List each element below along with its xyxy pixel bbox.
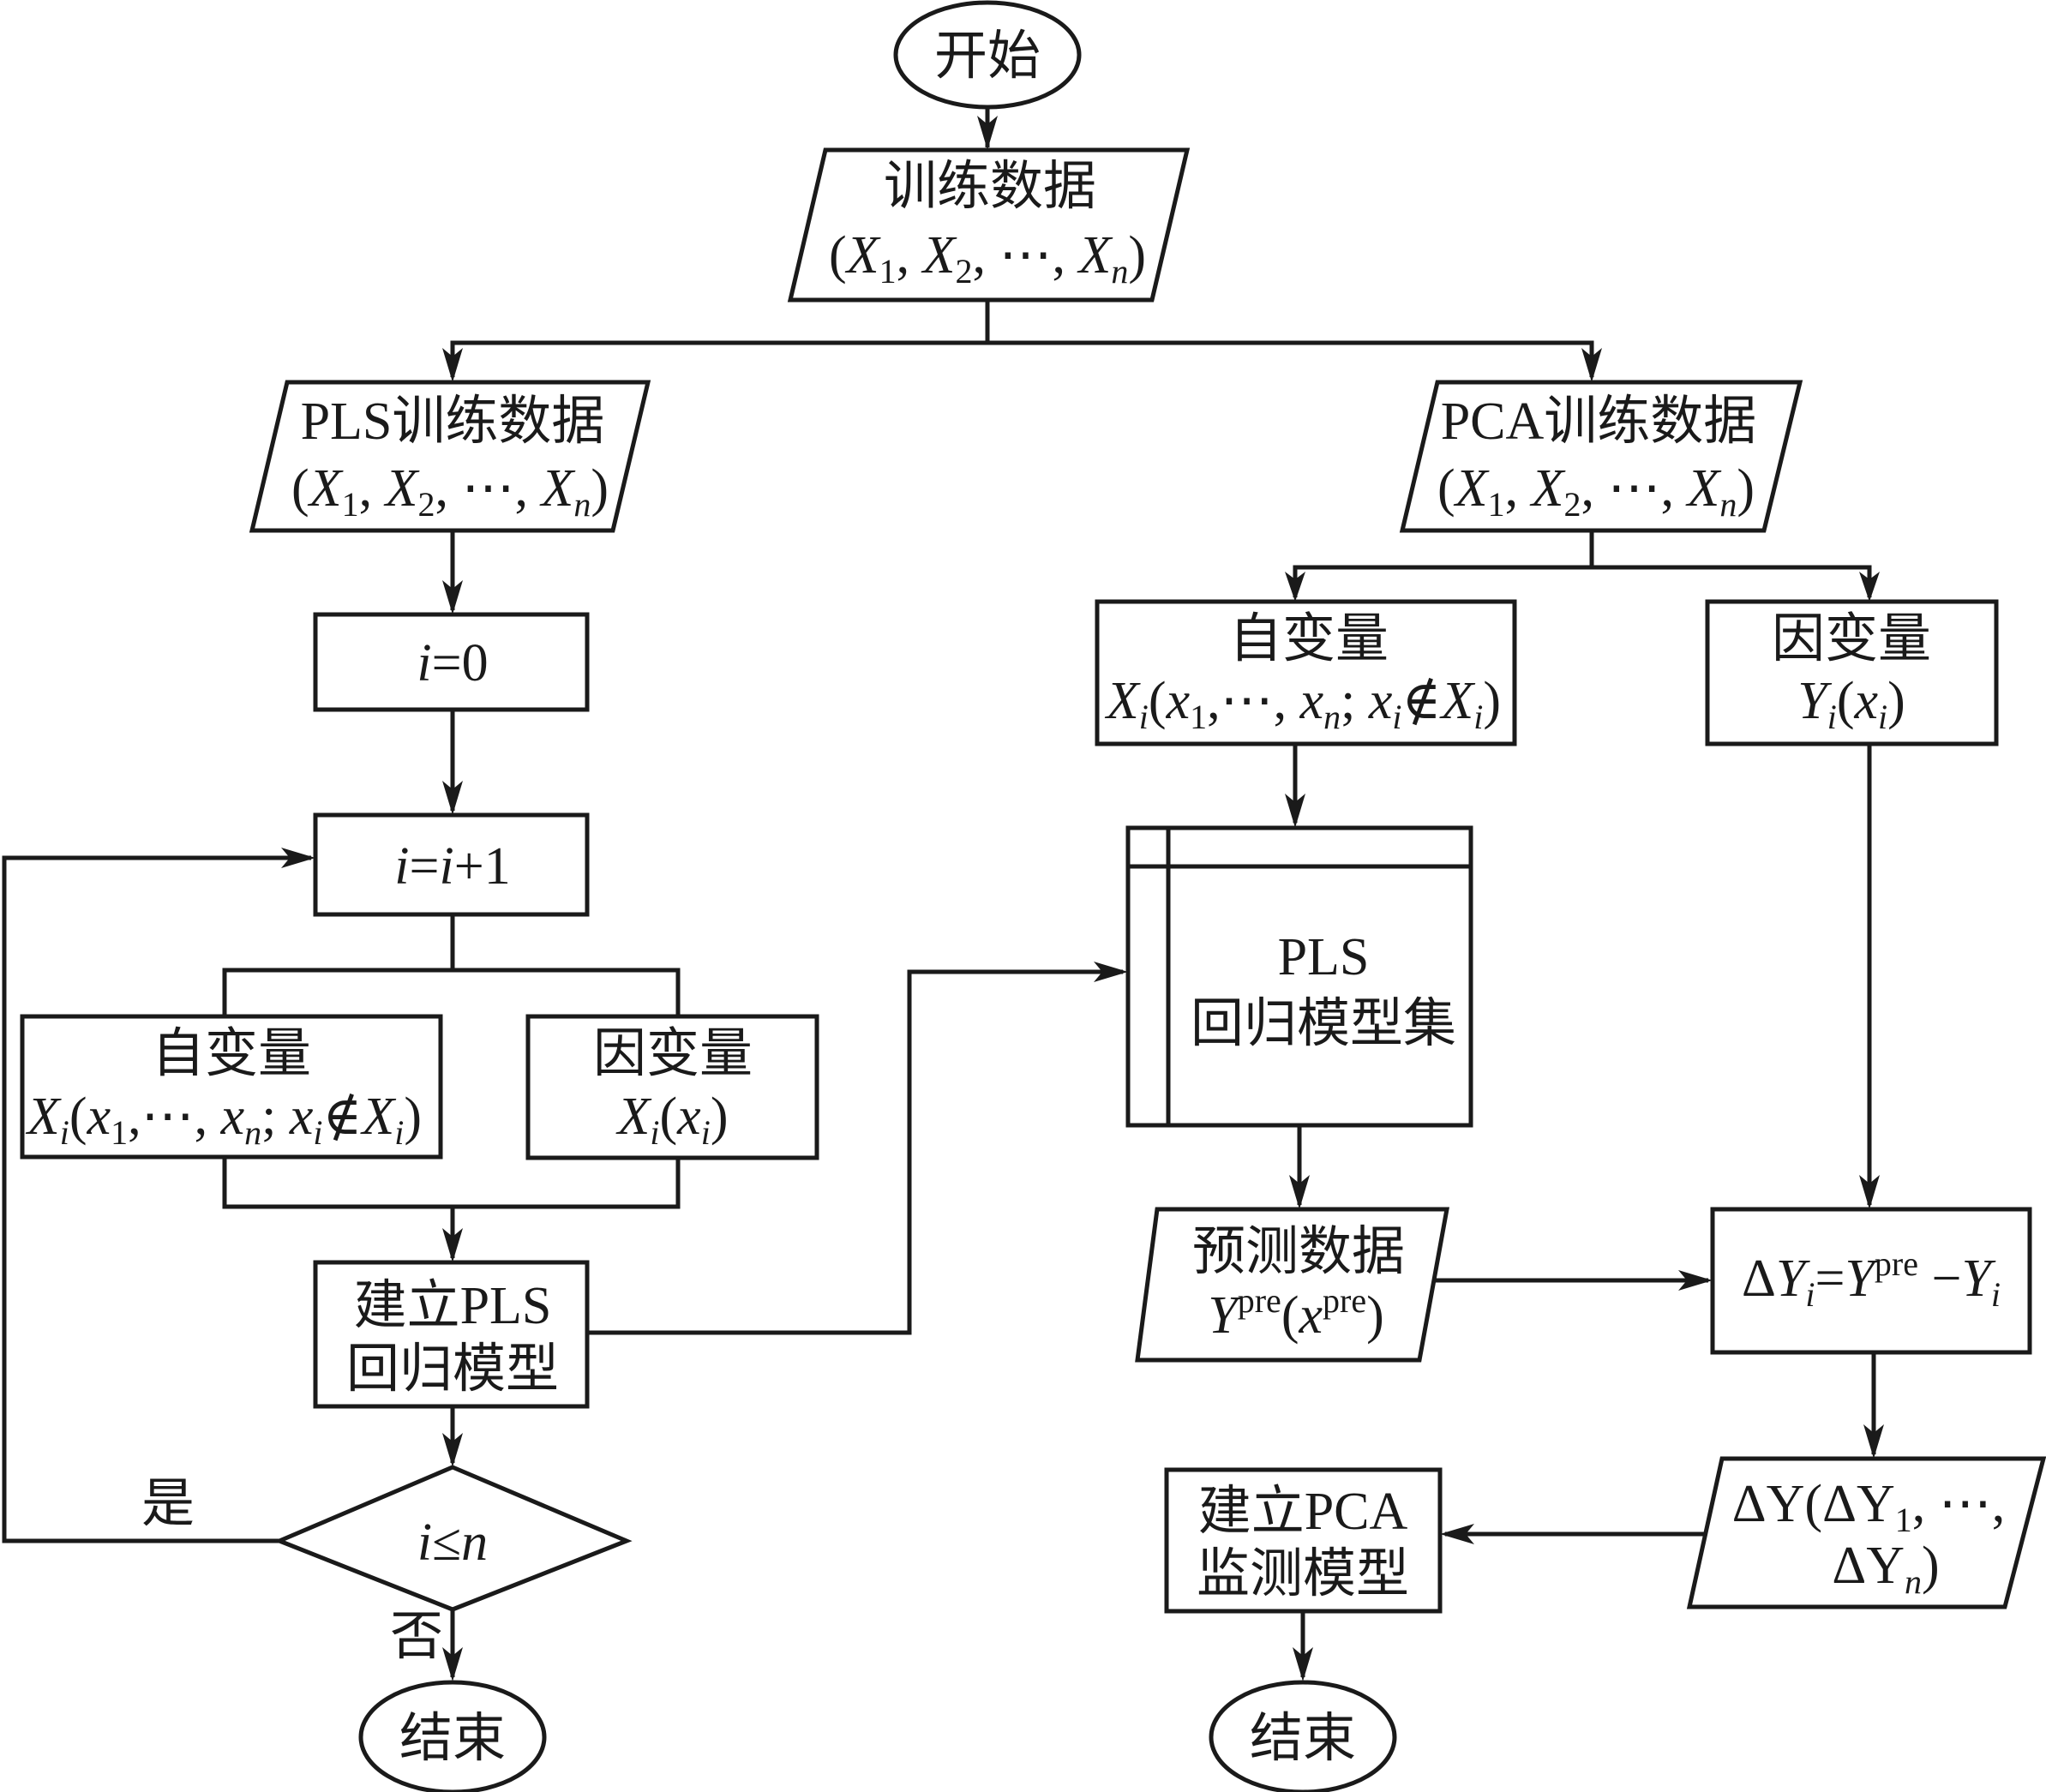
connector-decision-yes-loop — [2, 855, 311, 1543]
predefined-process-shape — [1125, 825, 1473, 1128]
pca-training-data-label: PCA训练数据 — [1441, 393, 1757, 451]
node-end-right[interactable]: 结束 — [1209, 1680, 1397, 1792]
process-shape — [525, 1014, 819, 1160]
io-shape — [249, 380, 651, 533]
delta-y-expr: ΔYi=Ypre −Yi — [1742, 1244, 2001, 1314]
decision-shape — [273, 1465, 633, 1612]
node-left-independent[interactable]: 自变量 Xi(x1,⋯, xn; xi∉Xi) — [20, 1014, 443, 1160]
i-increment-label: i=i+1 — [394, 837, 510, 896]
pls-training-data-vars: (X1, X2, ⋯, Xn) — [291, 459, 609, 524]
right-dependent-expr: Yi(xi) — [1797, 672, 1905, 736]
delta-y-set-line1: ΔY(ΔY1, ⋯, — [1732, 1475, 2005, 1539]
node-i-increment[interactable]: i=i+1 — [313, 812, 590, 917]
arrowhead — [1440, 1524, 1474, 1544]
left-dependent-expr: Xi(xi) — [615, 1088, 729, 1152]
arrowhead — [1581, 348, 1602, 382]
process-shape — [1705, 599, 1999, 746]
pca-training-data-vars: (X1, X2, ⋯, Xn) — [1437, 459, 1755, 524]
yes-label: 是 — [141, 1475, 195, 1533]
node-pls-training-data[interactable]: PLS训练数据 (X1, X2, ⋯, Xn) — [249, 380, 651, 533]
training-data-vars: (X1, X2, ⋯, Xn) — [829, 226, 1146, 291]
connectors — [2, 107, 1884, 1681]
node-training-data[interactable]: 训练数据 (X1, X2, ⋯, Xn) — [787, 147, 1191, 303]
connector-build-to-modelset — [587, 969, 1123, 1335]
node-start[interactable]: 开始 — [893, 0, 1082, 110]
terminator-shape — [358, 1680, 547, 1792]
decision-label: i≤n — [417, 1513, 488, 1572]
terminator-shape — [1209, 1680, 1397, 1792]
predicted-data-expr: Ypre(xpre) — [1208, 1281, 1383, 1345]
process-shape — [313, 1260, 590, 1409]
pls-model-set-line1: PLS — [1278, 928, 1370, 986]
terminator-shape — [893, 0, 1082, 110]
pls-training-data-label: PLS训练数据 — [301, 393, 605, 451]
left-independent-label: 自变量 — [152, 1025, 311, 1083]
right-dependent-label: 因变量 — [1772, 610, 1931, 668]
io-shape — [1135, 1207, 1449, 1363]
node-pca-training-data[interactable]: PCA训练数据 (X1, X2, ⋯, Xn) — [1399, 380, 1803, 533]
node-delta-y-set[interactable]: ΔY(ΔY1, ⋯, ΔYn) — [1686, 1456, 2046, 1609]
arrowhead — [1293, 1647, 1313, 1681]
arrowhead — [442, 580, 463, 614]
build-pls-line1: 建立PLS — [354, 1277, 552, 1335]
io-shape — [787, 147, 1191, 303]
node-pls-model-set[interactable]: PLS 回归模型集 — [1125, 825, 1473, 1128]
arrowhead — [1094, 962, 1128, 982]
arrowhead — [442, 781, 463, 815]
arrowhead — [281, 848, 315, 868]
build-pca-line1: 建立PCA — [1198, 1483, 1408, 1541]
end-left-label: 结束 — [399, 1710, 506, 1768]
node-i-init[interactable]: i=0 — [313, 612, 590, 712]
arrowhead — [442, 1647, 463, 1681]
process-shape — [1164, 1467, 1443, 1614]
arrowhead — [1289, 1175, 1310, 1209]
process-shape — [1095, 599, 1517, 746]
predicted-data-label: 预测数据 — [1192, 1223, 1405, 1281]
left-dependent-label: 因变量 — [593, 1025, 753, 1083]
right-independent-label: 自变量 — [1229, 610, 1389, 668]
build-pca-line2: 监测模型 — [1197, 1545, 1409, 1603]
arrowhead — [1285, 794, 1305, 828]
connector-split-horizontal — [450, 340, 1594, 377]
build-pls-line2: 回归模型 — [346, 1340, 559, 1399]
io-shape — [1686, 1456, 2046, 1609]
training-data-label: 训练数据 — [884, 158, 1096, 216]
connector-pca-branches — [1293, 565, 1872, 597]
node-right-dependent[interactable]: 因变量 Yi(xi) — [1705, 599, 1999, 746]
node-decision[interactable]: i≤n — [273, 1465, 633, 1612]
start-label: 开始 — [934, 27, 1041, 86]
no-label: 否 — [390, 1608, 443, 1666]
node-build-pca[interactable]: 建立PCA 监测模型 — [1164, 1467, 1443, 1614]
arrowhead — [1285, 572, 1305, 602]
node-left-dependent[interactable]: 因变量 Xi(xi) — [525, 1014, 819, 1160]
node-right-independent[interactable]: 自变量 Xi(x1,⋯, xn; xi∉Xi) — [1095, 599, 1517, 746]
arrowhead — [1678, 1270, 1713, 1291]
right-independent-expr: Xi(x1,⋯, xn; xi∉Xi) — [1104, 672, 1501, 736]
node-build-pls[interactable]: 建立PLS 回归模型 — [313, 1260, 590, 1409]
process-shape — [313, 612, 590, 712]
left-independent-expr: Xi(x1,⋯, xn; xi∉Xi) — [25, 1088, 422, 1152]
arrowhead — [1863, 1424, 1884, 1459]
process-shape — [1710, 1207, 2032, 1355]
pls-model-set-line2: 回归模型集 — [1191, 995, 1456, 1053]
connector-merge — [222, 1157, 681, 1209]
arrowhead — [1859, 1175, 1880, 1209]
arrowhead — [442, 348, 463, 382]
arrowhead — [442, 1433, 463, 1467]
delta-y-set-line2: ΔYn) — [1832, 1537, 1939, 1601]
io-shape — [1399, 380, 1803, 533]
arrowhead — [977, 116, 998, 150]
arrowhead — [442, 1228, 463, 1262]
node-delta-y[interactable]: ΔYi=Ypre −Yi — [1710, 1207, 2032, 1355]
node-end-left[interactable]: 结束 — [358, 1680, 547, 1792]
end-right-label: 结束 — [1250, 1710, 1356, 1768]
arrowhead — [1859, 572, 1880, 602]
process-shape — [20, 1014, 443, 1160]
connector-inc-branches — [222, 968, 681, 1016]
node-predicted-data[interactable]: 预测数据 Ypre(xpre) — [1135, 1207, 1449, 1363]
i-init-label: i=0 — [417, 634, 488, 692]
process-shape — [313, 812, 590, 917]
